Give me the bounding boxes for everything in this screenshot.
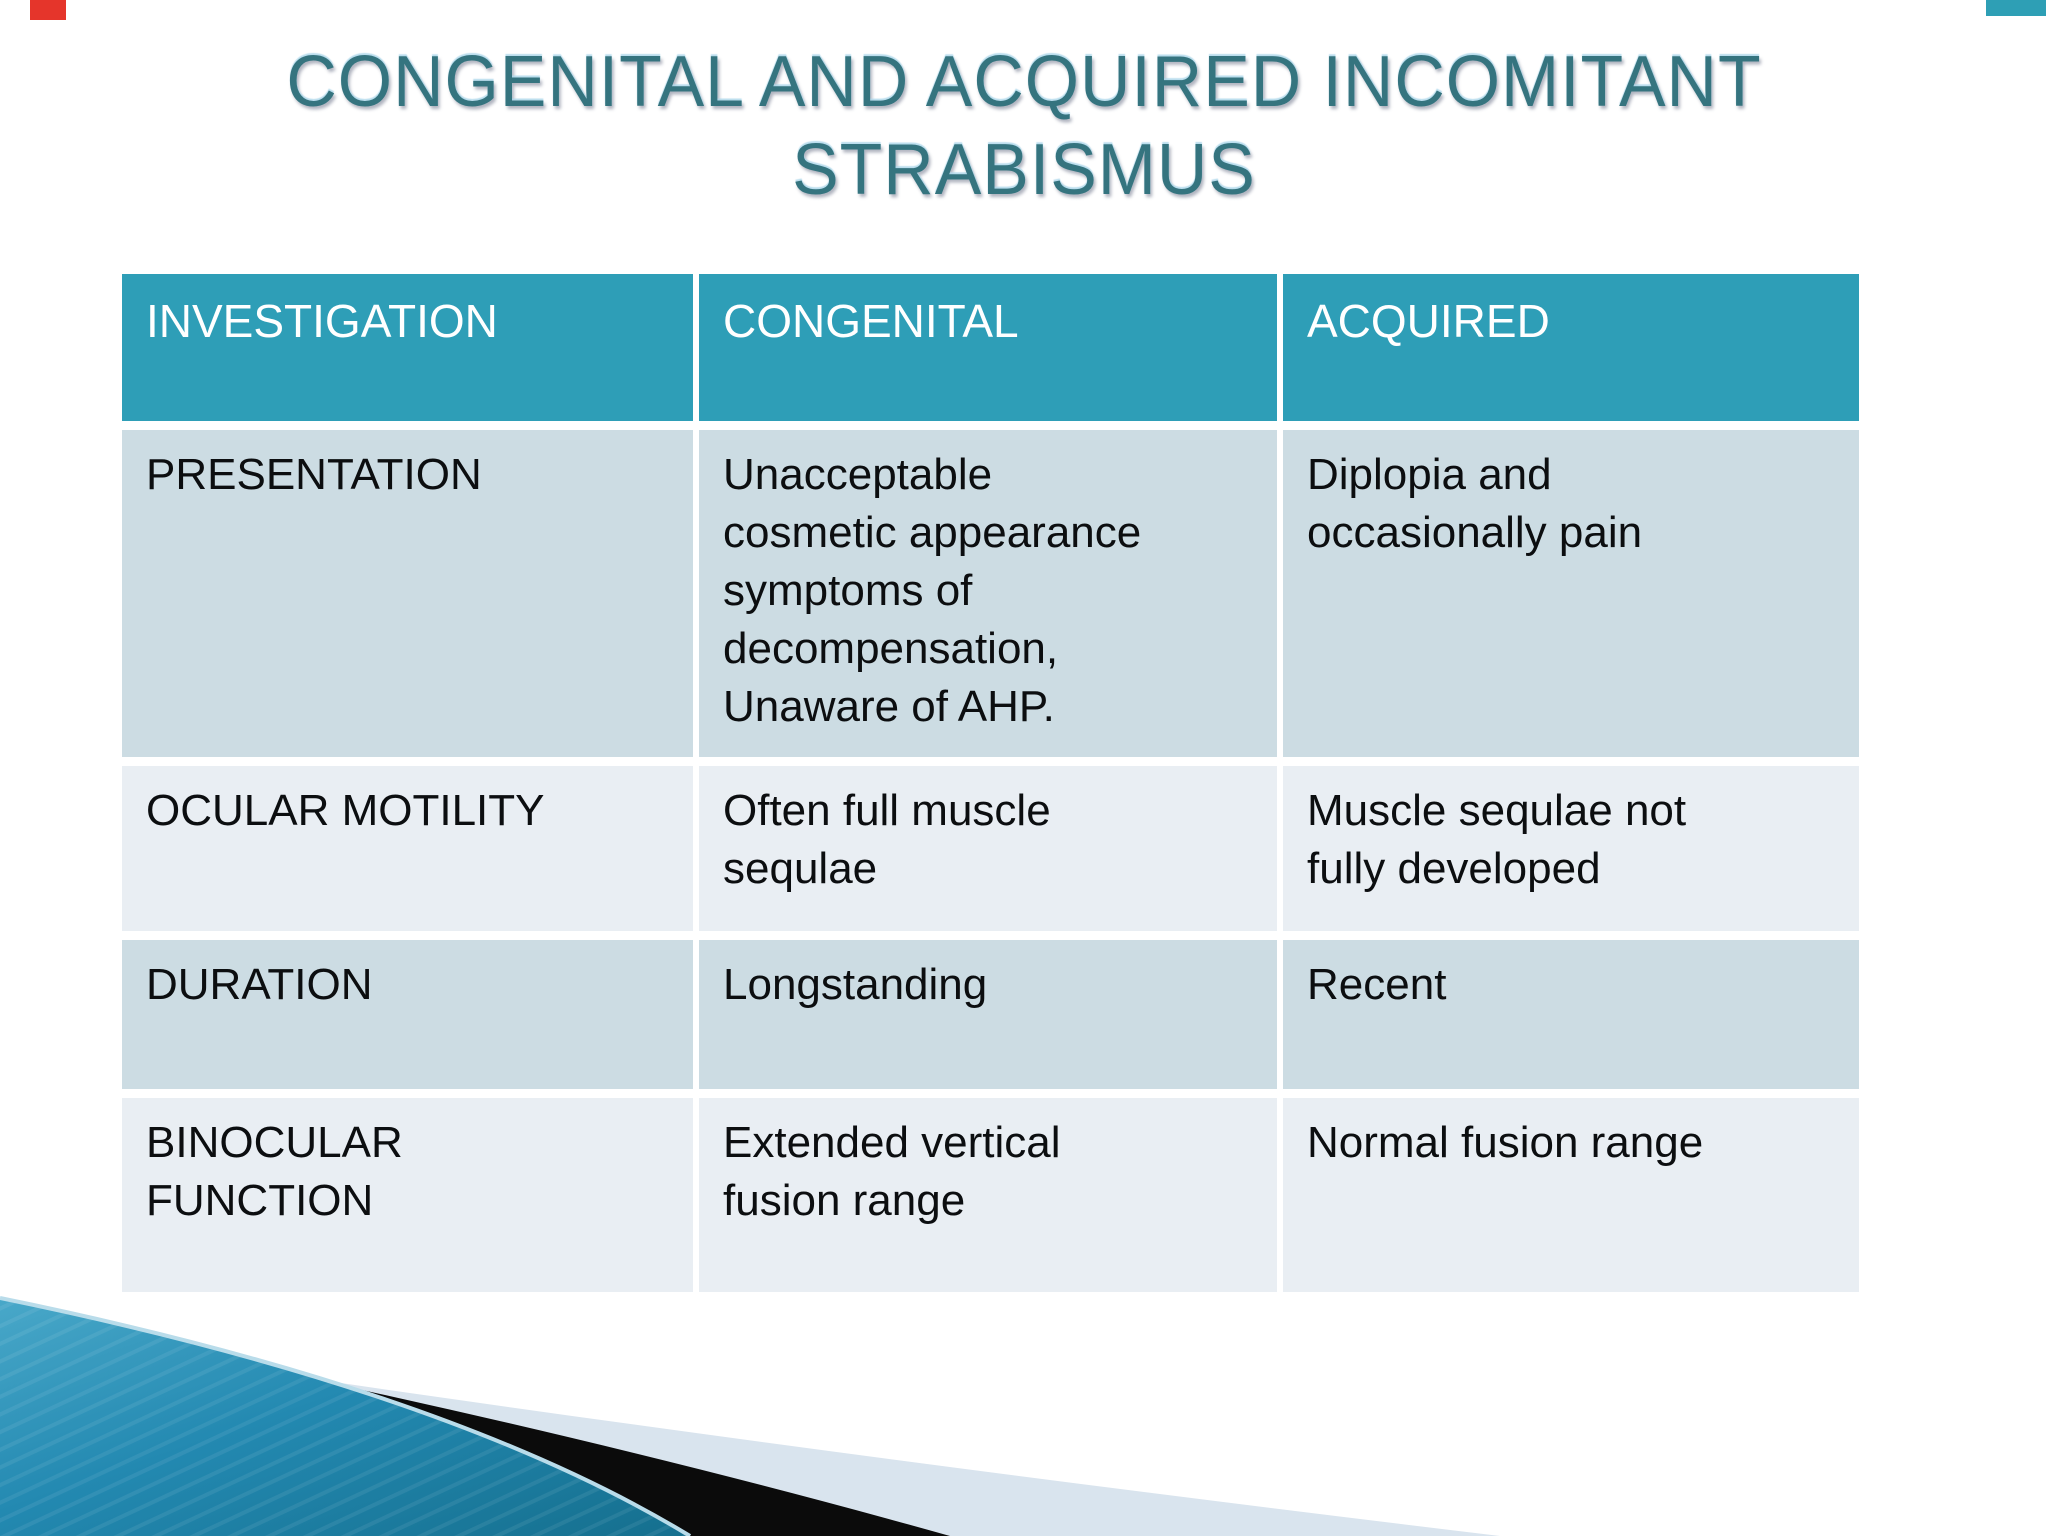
cell-congenital: Often full muscle sequlae bbox=[699, 766, 1277, 931]
table-row-ocular-motility: OCULAR MOTILITY Often full muscle sequla… bbox=[122, 766, 1859, 931]
table-header-acquired: ACQUIRED bbox=[1283, 274, 1859, 421]
row-label: DURATION bbox=[122, 940, 693, 1089]
slide-title-line2: STRABISMUS bbox=[792, 130, 1256, 210]
swoosh-teal-wedge bbox=[0, 1298, 690, 1536]
row-label: OCULAR MOTILITY bbox=[122, 766, 693, 931]
cell-acquired: Muscle sequlae not fully developed bbox=[1283, 766, 1859, 931]
table-header-investigation: INVESTIGATION bbox=[122, 274, 693, 421]
cell-acquired: Normal fusion range bbox=[1283, 1098, 1859, 1292]
swoosh-teal-edge-highlight bbox=[0, 1296, 692, 1536]
table-header-congenital: CONGENITAL bbox=[699, 274, 1277, 421]
table-row-binocular-function: BINOCULAR FUNCTION Extended vertical fus… bbox=[122, 1098, 1859, 1292]
cell-congenital: Extended vertical fusion range bbox=[699, 1098, 1277, 1292]
cell-acquired: Diplopia and occasionally pain bbox=[1283, 430, 1859, 757]
swoosh-black-band bbox=[0, 1316, 950, 1536]
cell-acquired: Recent bbox=[1283, 940, 1859, 1089]
cell-congenital: Longstanding bbox=[699, 940, 1277, 1089]
slide-title-line1: CONGENITAL AND ACQUIRED INCOMITANT bbox=[286, 42, 1762, 122]
table-header-row: INVESTIGATION CONGENITAL ACQUIRED bbox=[122, 274, 1859, 421]
comparison-table: INVESTIGATION CONGENITAL ACQUIRED PRESEN… bbox=[122, 274, 1859, 1292]
row-label: PRESENTATION bbox=[122, 430, 693, 757]
cell-congenital: Unacceptable cosmetic appearance symptom… bbox=[699, 430, 1277, 757]
corner-mark-red bbox=[30, 0, 66, 20]
slide-title: CONGENITAL AND ACQUIRED INCOMITANT STRAB… bbox=[31, 38, 2018, 214]
table-row-duration: DURATION Longstanding Recent bbox=[122, 940, 1859, 1089]
swoosh-gray-band bbox=[0, 1332, 1500, 1536]
row-label: BINOCULAR FUNCTION bbox=[122, 1098, 693, 1292]
corner-mark-teal bbox=[1986, 0, 2046, 16]
table-row-presentation: PRESENTATION Unacceptable cosmetic appea… bbox=[122, 430, 1859, 757]
